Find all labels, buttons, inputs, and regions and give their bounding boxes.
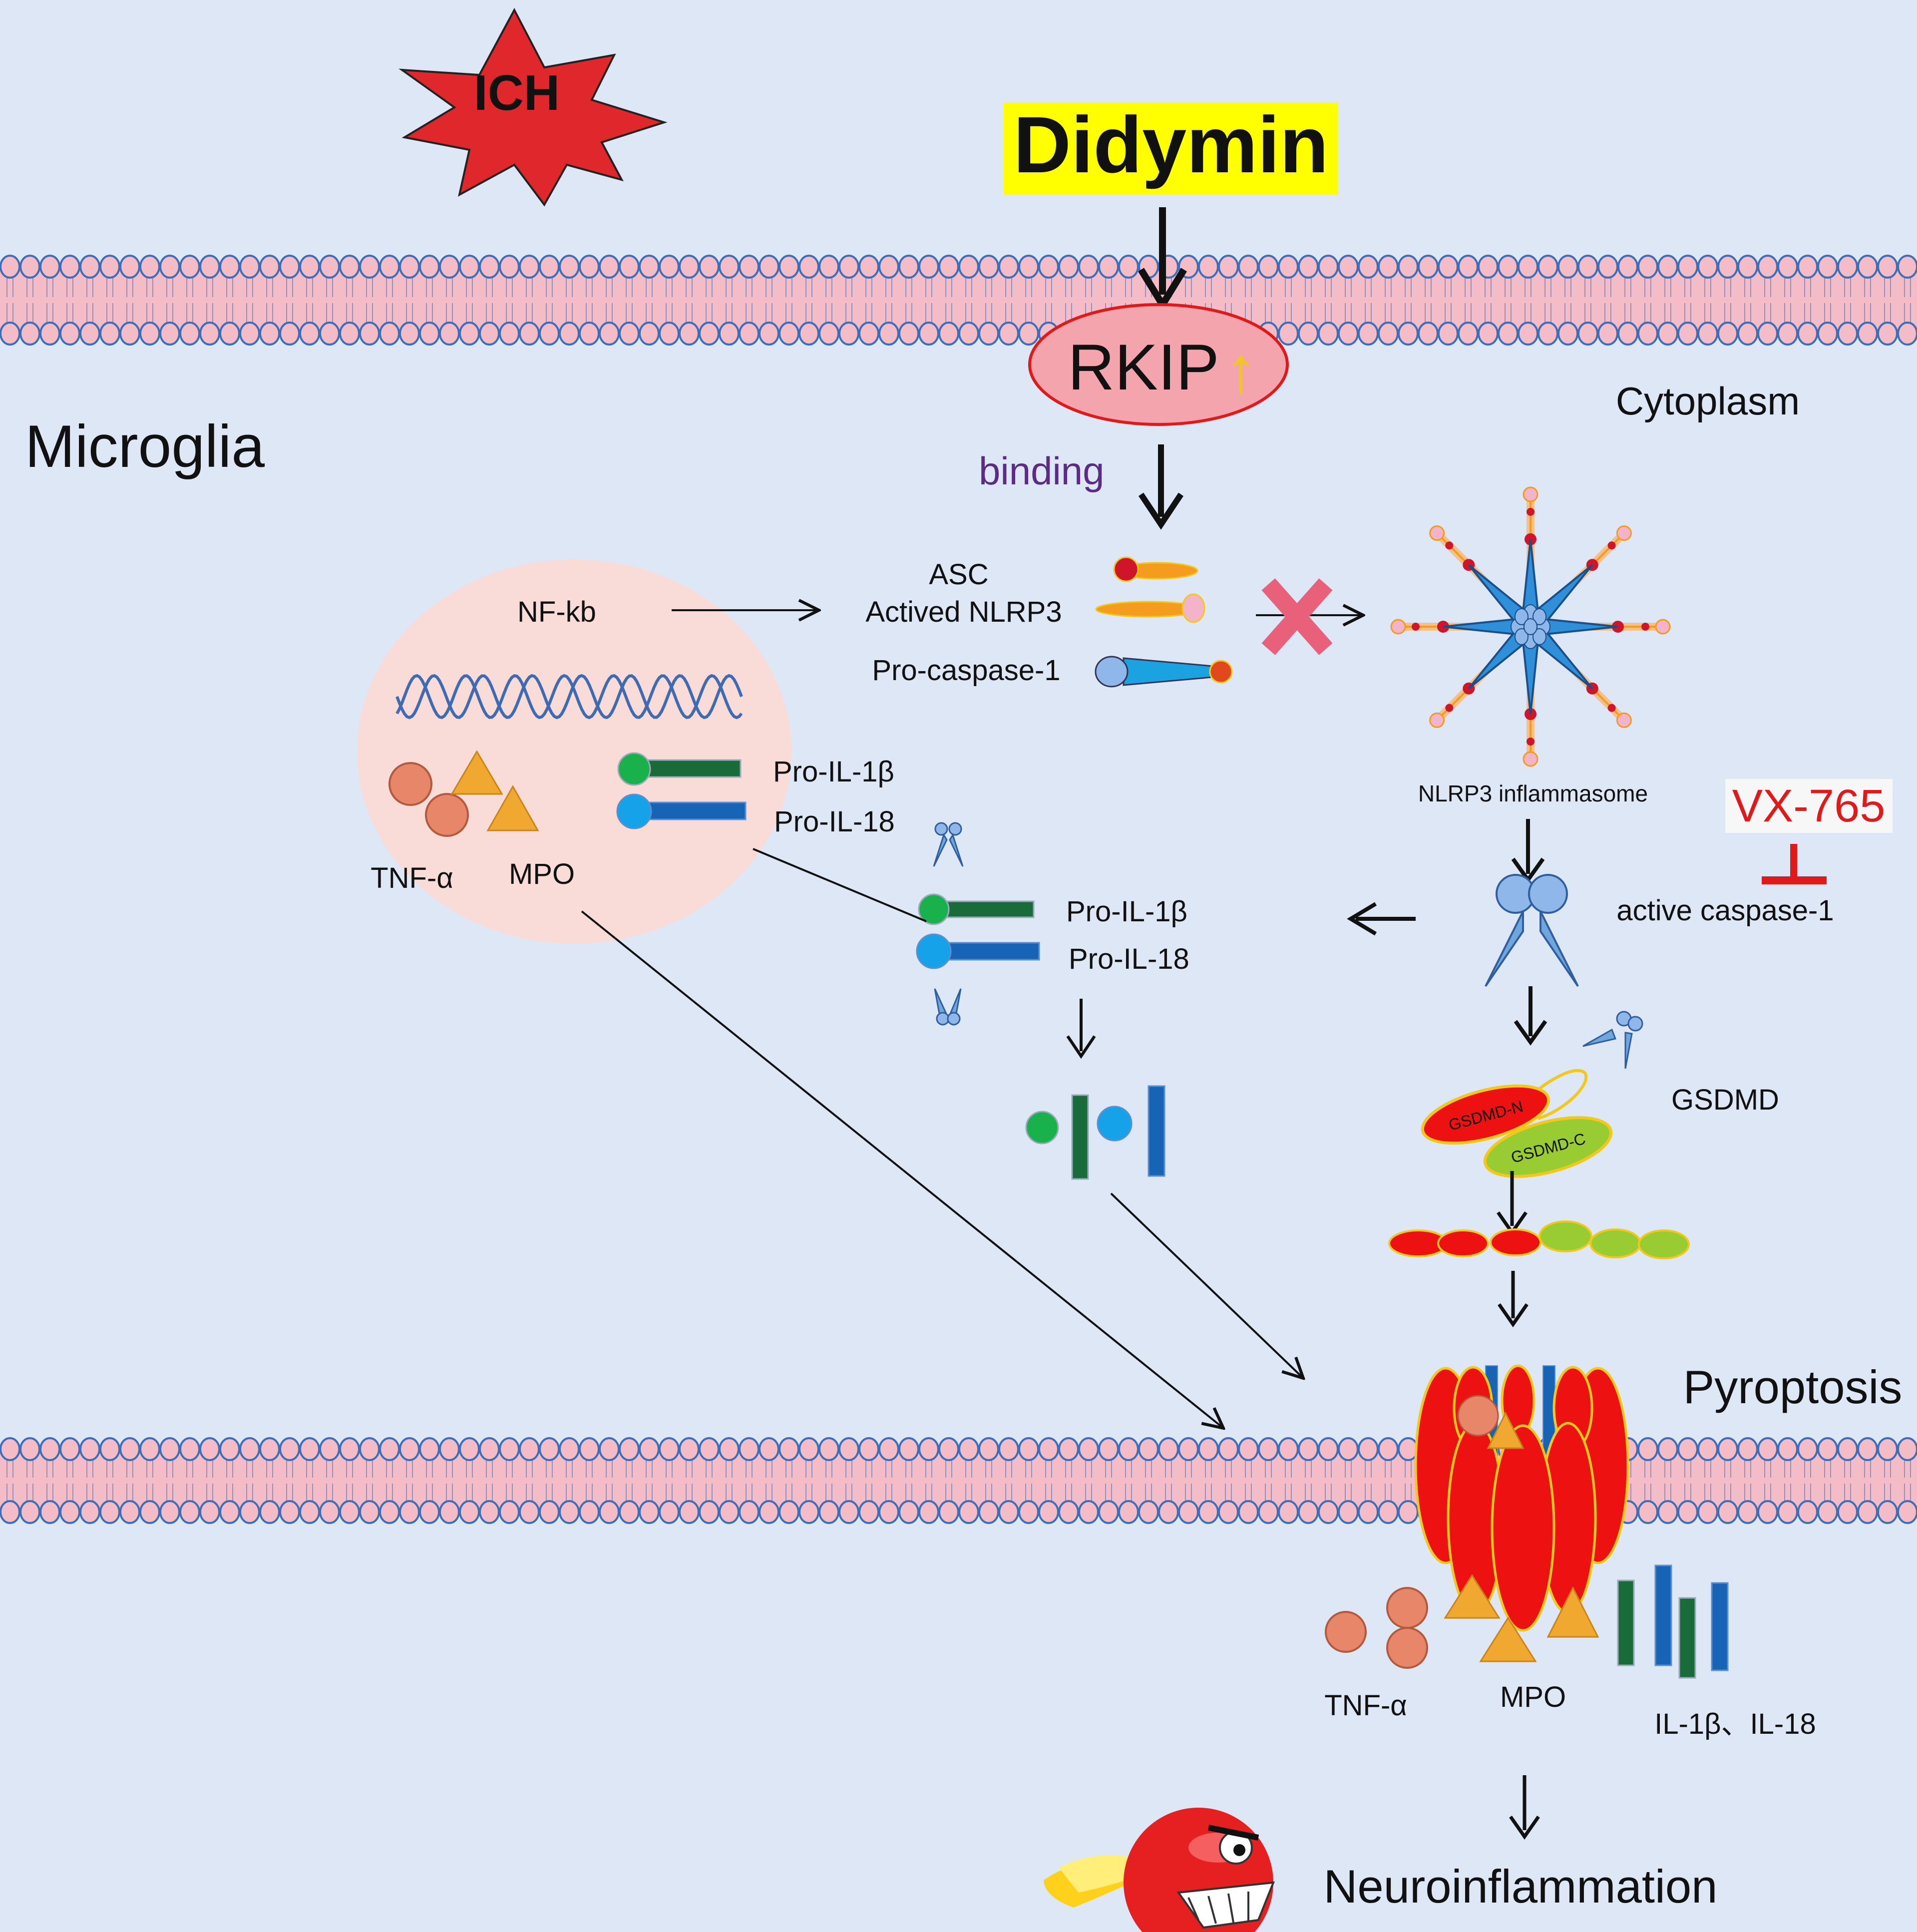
small-scissors-icon: [933, 822, 964, 867]
active-caspase-1-scissors-icon: [1485, 874, 1579, 987]
asc-label: ASC: [929, 558, 988, 591]
pro-caspase-1-label: Pro-caspase-1: [872, 654, 1060, 687]
neuroinflammation-label: Neuroinflammation: [1324, 1860, 1718, 1913]
nucleus-to-pro-il-line: [753, 848, 927, 922]
to-neuroinflammation-head: [1509, 1815, 1540, 1840]
il-released: [1617, 1564, 1729, 1679]
pro-il-to-mature-head: [1066, 1035, 1096, 1059]
tnf-alpha-released-label: TNF-α: [1324, 1689, 1407, 1722]
tnf-alpha-released: [1325, 1587, 1428, 1669]
nlrp3-inflammasome-label: NLRP3 inflammasome: [1418, 780, 1648, 806]
block-cross-icon: [1261, 578, 1333, 655]
pro-il-1b-mid-label: Pro-IL-1β: [1066, 895, 1187, 928]
pro-il-18-nucleus-label: Pro-IL-18: [774, 805, 895, 838]
didymin-highlight: [1004, 102, 1338, 195]
rkip-ellipse: [1028, 303, 1289, 426]
active-caspase-1-label: active caspase-1: [1616, 894, 1834, 927]
gsdmd-pore-icon: [1414, 1364, 1629, 1632]
gsdmd-scissors-icon: [1582, 1011, 1643, 1069]
rkip-label: RKIP: [1068, 331, 1219, 403]
pro-il-1b-nucleus-label: Pro-IL-1β: [773, 756, 894, 788]
asc-icon: [1113, 556, 1198, 582]
nlrp3-inflammasome-icon: [1390, 486, 1671, 767]
pro-il-18-nucleus-icon: [616, 793, 747, 829]
mpo-nucleus: [450, 750, 539, 831]
actived-nlrp3-label: Actived NLRP3: [865, 596, 1062, 628]
small-scissors-lower-icon: [934, 988, 962, 1026]
ich-burst-icon: ICH: [398, 7, 668, 207]
tnf-alpha-nucleus: [388, 762, 469, 837]
vx765-label: VX-765: [1732, 780, 1886, 831]
nf-kb-label: NF-kb: [517, 596, 596, 628]
didymin-label: Didymin: [1013, 100, 1328, 189]
binding-arrow-head: [1139, 492, 1183, 530]
mpo-released: [1444, 1574, 1599, 1662]
nucleus: [357, 559, 791, 944]
pro-il-18-mid-label: Pro-IL-18: [1069, 943, 1189, 975]
gsdmd-label: GSDMD: [1671, 1084, 1779, 1116]
ich-label: ICH: [474, 65, 560, 121]
pyroptosis-label: Pyroptosis: [1683, 1361, 1903, 1413]
binding-label: binding: [979, 449, 1105, 493]
chain-to-pore-head: [1498, 1303, 1529, 1328]
cytoplasm-label: Cytoplasm: [1616, 379, 1800, 423]
il-released-label: IL-1β、IL-18: [1654, 1708, 1816, 1740]
cell-membrane-bottom: [0, 1437, 1917, 1524]
caspase-to-pro-il-head: [1347, 902, 1377, 936]
inhibition-t-bar-icon: [1762, 844, 1827, 884]
il-to-pore-arrow: [1110, 1192, 1303, 1378]
pro-caspase-1-icon: [1095, 656, 1233, 688]
mature-il-18-icon: [1097, 1085, 1165, 1177]
mpo-released-label: MPO: [1500, 1681, 1566, 1713]
nucleus-to-pore-arrow: [581, 910, 1223, 1428]
vx765-box: [1725, 779, 1893, 833]
microglia-label: Microglia: [25, 413, 265, 480]
caspase-to-gsdmd-head: [1514, 1020, 1547, 1046]
pro-il-1b-mid-icon: [918, 893, 1035, 925]
mature-il-1b-icon: [1025, 1094, 1089, 1180]
pro-il-18-mid-icon: [916, 933, 1040, 969]
actived-nlrp3-icon: [1095, 593, 1205, 623]
mpo-nucleus-label: MPO: [509, 858, 575, 890]
tnf-alpha-nucleus-label: TNF-α: [371, 862, 453, 894]
gsdmd-protein-icon: GSDMD-C GSDMD-N: [1421, 1069, 1613, 1178]
dna-helix: [395, 674, 743, 720]
angry-fireball-icon: [1044, 1808, 1275, 1932]
cleaved-gsdmd-chain: [1388, 1220, 1690, 1259]
rkip-up-arrow: ↑: [1225, 333, 1257, 406]
pro-il-1b-nucleus-icon: [617, 752, 742, 786]
cell-membrane-top: [0, 255, 1917, 346]
